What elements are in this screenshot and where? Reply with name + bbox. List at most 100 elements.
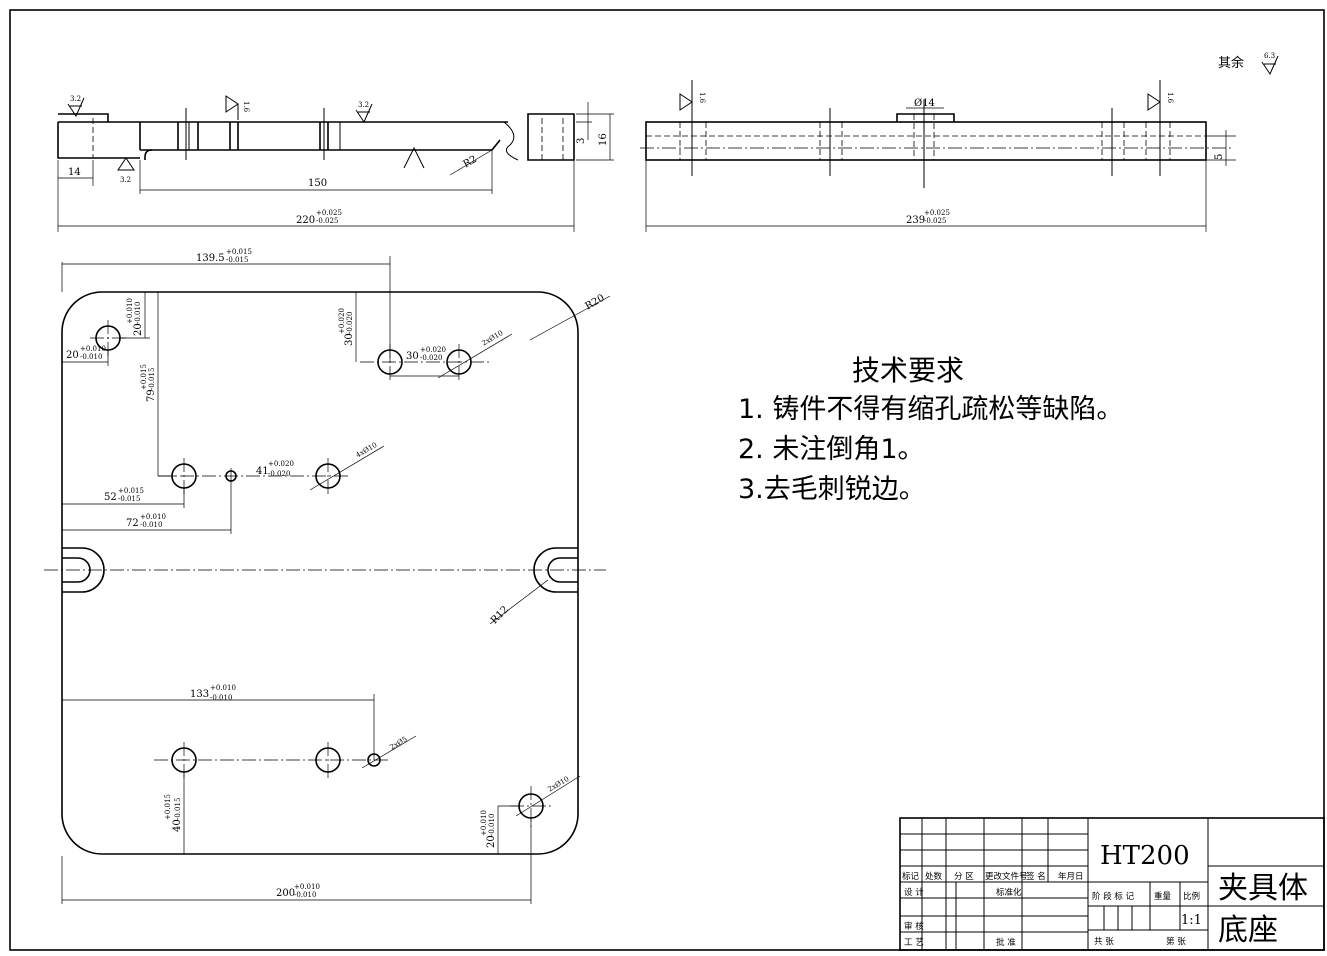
dim-220-tol-up: +0.025 — [316, 209, 342, 217]
dim-72-dn: -0.010 — [140, 521, 162, 529]
h-sign: 签 名 — [1026, 871, 1046, 882]
ra-right: 1.6 — [1166, 92, 1174, 104]
h-date: 年月日 — [1058, 871, 1084, 882]
ra-left: 1.6 — [698, 92, 706, 104]
roughness-other-value: 6.3 — [1264, 52, 1275, 60]
ra-vertical: 1.6 — [242, 101, 250, 113]
dim-14: 14 — [68, 167, 81, 178]
dim-79-dn: -0.015 — [148, 368, 156, 390]
h-zone: 分 区 — [954, 872, 974, 882]
general-roughness-note: 其余 6.3 — [1218, 52, 1279, 76]
material: HT200 — [1100, 841, 1190, 871]
roughness-right-icon — [1147, 80, 1161, 122]
h-count: 处数 — [925, 871, 943, 882]
dim-20-br-up: +0.010 — [480, 810, 488, 836]
dim-133-dn: -0.010 — [210, 694, 232, 702]
dim-133: 133 — [190, 689, 209, 700]
radius-r2: R2 — [462, 154, 480, 170]
dim-41-dn: -0.020 — [268, 470, 290, 478]
dim-200-dn: -0.010 — [294, 891, 316, 899]
dim-41: 41 — [256, 466, 269, 477]
h-weight: 重量 — [1154, 891, 1172, 902]
dim-72: 72 — [126, 518, 139, 529]
h-mark: 标记 — [902, 871, 920, 882]
side-view-left: 3.2 3.2 3.2 1.6 14 150 R2 220 +0.025 -0.… — [57, 95, 614, 232]
title-block: HT200 夹具体 底座 标记 处数 分 区 更改文件号 签 名 年月日 设 计… — [899, 817, 1325, 951]
dim-40-up: +0.015 — [164, 794, 172, 820]
dim-30-v: 30 — [344, 333, 355, 346]
dim-3: 3 — [576, 138, 587, 144]
radius-r20: R20 — [584, 293, 607, 313]
radius-r12: R12 — [489, 604, 511, 626]
part-name-1: 夹具体 — [1218, 871, 1308, 906]
dim-220: 220 — [296, 215, 315, 226]
dim-52: 52 — [104, 492, 117, 503]
dim-220-tol-dn: -0.025 — [316, 217, 338, 225]
dim-40: 40 — [172, 819, 183, 832]
hole-2x10-top: 2xØ10 — [481, 329, 505, 347]
dim-52-dn: -0.015 — [118, 495, 140, 503]
dim-5: 5 — [1214, 154, 1225, 160]
tech-req-item-1: 1. 铸件不得有缩孔疏松等缺陷。 — [738, 394, 1123, 425]
roughness-left-icon — [679, 80, 693, 122]
dim-139-5-dn: -0.015 — [226, 256, 248, 264]
technical-requirements: 技术要求 1. 铸件不得有缩孔疏松等缺陷。 2. 未注倒角1。 3.去毛刺锐边。 — [738, 354, 1123, 505]
dim-52-up: +0.015 — [118, 487, 144, 495]
h-std: 标准化 — [996, 887, 1022, 898]
dim-20-top: 20 — [133, 323, 144, 336]
dim-20-top-dn: -0.010 — [134, 302, 142, 324]
dim-20-left-up: +0.010 — [80, 345, 106, 353]
dim-20-left-dn: -0.010 — [80, 353, 102, 361]
h-docno: 更改文件号 — [985, 871, 1028, 882]
hole-2x5: 2xØ5 — [389, 735, 409, 751]
dim-30-v-dn: -0.020 — [346, 312, 354, 334]
h-scale: 比例 — [1183, 891, 1200, 902]
dim-133-up: +0.010 — [210, 684, 236, 692]
dim-79-up: +0.015 — [140, 364, 148, 390]
dim-239-tol-dn: -0.025 — [924, 217, 946, 225]
dim-239-tol-up: +0.025 — [924, 209, 950, 217]
dim-150: 150 — [308, 178, 327, 189]
tech-req-item-2: 2. 未注倒角1。 — [738, 434, 925, 465]
roughness-vertical-icon — [225, 95, 239, 120]
dim-30-v-up: +0.020 — [338, 308, 346, 334]
tech-req-title: 技术要求 — [852, 354, 964, 387]
tech-req-item-3: 3.去毛刺锐边。 — [738, 474, 926, 505]
roughness-top-mid-icon — [355, 103, 373, 124]
h-stage: 阶 段 标 记 — [1092, 891, 1135, 902]
h-review: 审 核 — [904, 921, 924, 932]
dim-20-br-dn: -0.010 — [488, 814, 496, 836]
sheet-frame — [9, 9, 1325, 951]
part-name-2: 底座 — [1218, 913, 1278, 948]
h-total: 共 张 — [1094, 937, 1114, 947]
dim-30-h-dn: -0.020 — [420, 354, 442, 362]
dim-79: 79 — [146, 389, 157, 402]
dim-20-left: 20 — [66, 350, 79, 361]
dim-200-up: +0.010 — [294, 883, 320, 891]
dim-72-up: +0.010 — [140, 513, 166, 521]
dim-40-dn: -0.015 — [174, 798, 182, 820]
roughness-bottom-icon — [117, 157, 135, 171]
plan-view: 139.5 +0.015 -0.015 20 +0.010 -0.010 20 … — [44, 248, 611, 904]
dim-200: 200 — [276, 888, 295, 899]
dim-20-br: 20 — [486, 835, 497, 848]
dim-phi14: Ø14 — [914, 98, 935, 109]
dim-30-h-up: +0.020 — [420, 346, 446, 354]
h-sheet: 第 张 — [1166, 936, 1186, 947]
dim-139-5-up: +0.015 — [226, 248, 252, 256]
ra-top-left: 3.2 — [70, 95, 81, 103]
ra-top-mid: 3.2 — [358, 101, 369, 109]
dim-30-h: 30 — [406, 351, 419, 362]
side-view-right: 1.6 1.6 Ø14 239 +0.025 -0.025 5 — [640, 80, 1236, 232]
dim-139-5: 139.5 — [196, 253, 225, 264]
roughness-other-prefix: 其余 — [1218, 55, 1244, 71]
h-process: 工 艺 — [904, 938, 924, 948]
ra-bottom: 3.2 — [120, 176, 131, 184]
h-approve: 批 准 — [996, 937, 1016, 948]
h-design: 设 计 — [904, 887, 924, 898]
dim-239: 239 — [906, 215, 925, 226]
scale-value: 1:1 — [1181, 913, 1202, 928]
roughness-top-left-icon — [67, 97, 85, 118]
dim-20-top-up: +0.010 — [126, 298, 134, 324]
